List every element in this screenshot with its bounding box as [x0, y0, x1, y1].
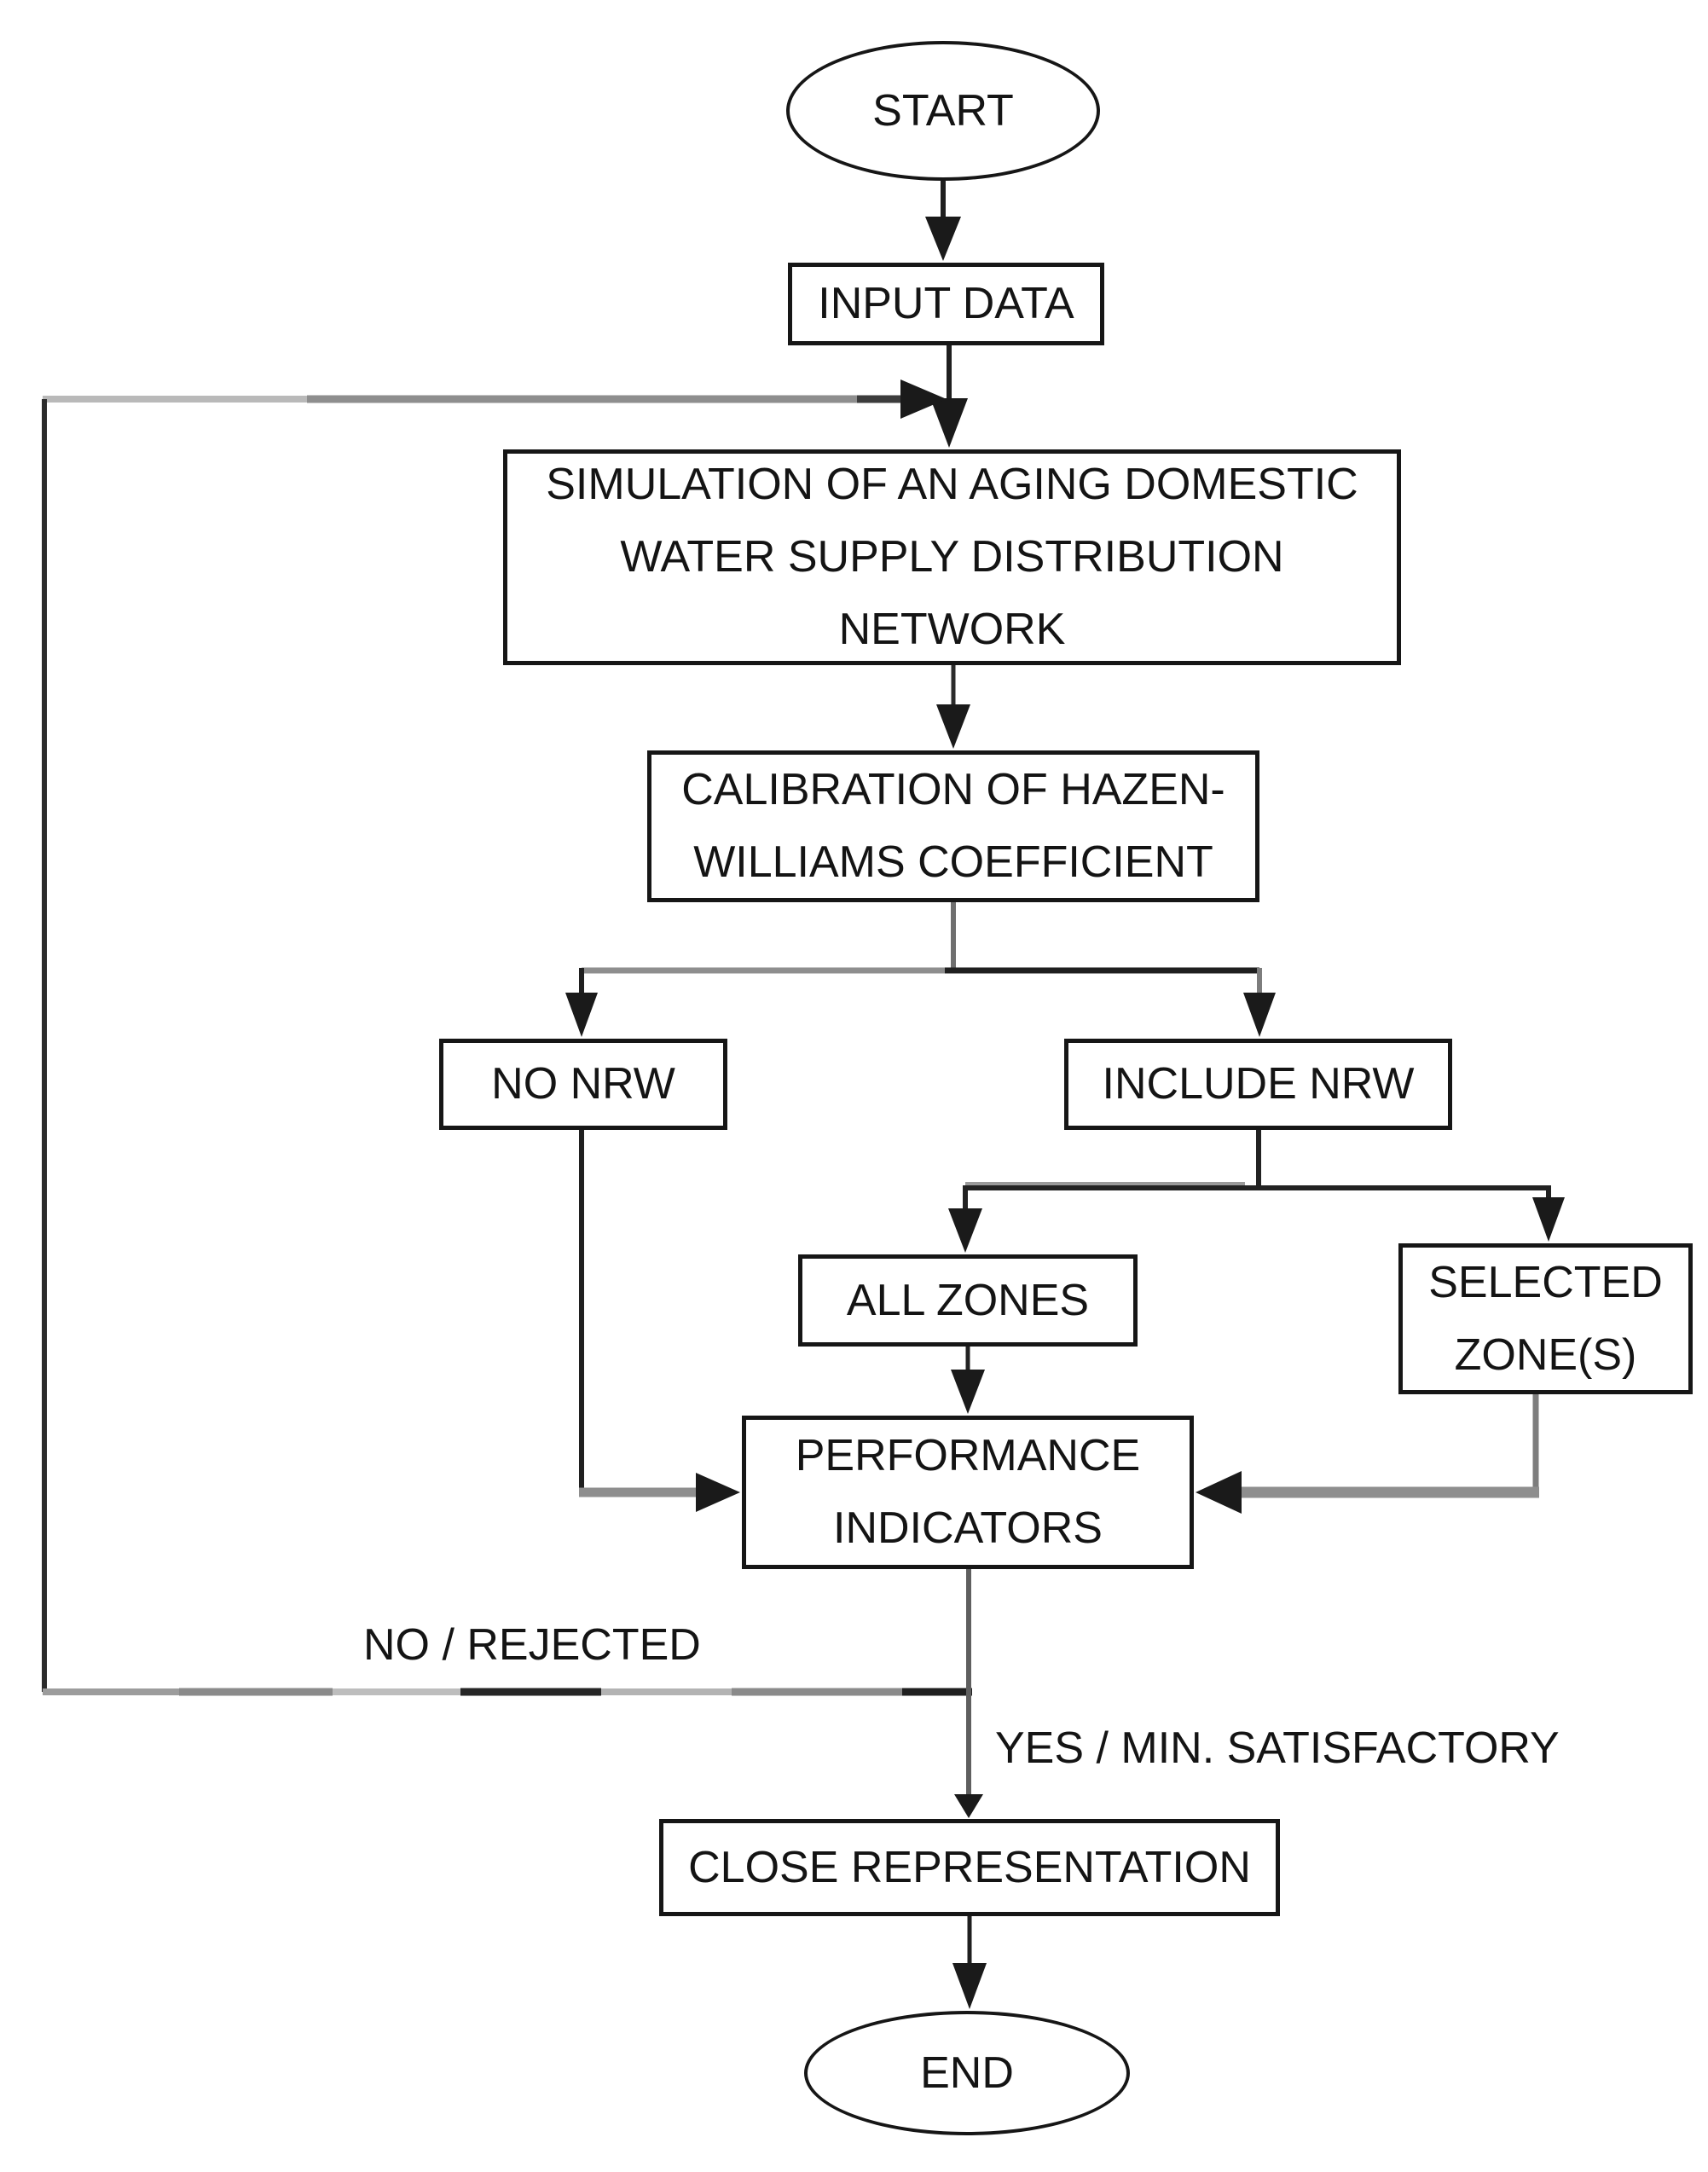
start-terminator: START — [786, 41, 1100, 181]
calibration-label: CALIBRATION OF HAZEN- WILLIAMS COEFFICIE… — [681, 765, 1225, 887]
all-zones-label: ALL ZONES — [846, 1275, 1090, 1325]
performance-indicators-box: PERFORMANCE INDICATORS — [742, 1416, 1194, 1569]
edge-nonrw-performance — [579, 1130, 740, 1512]
no-nrw-box: NO NRW — [439, 1039, 727, 1130]
edge-selected-performance — [1196, 1394, 1539, 1514]
selected-zones-box: SELECTED ZONE(S) — [1398, 1243, 1693, 1394]
edge-calibration-branch — [565, 902, 1276, 1037]
end-label: END — [920, 2047, 1014, 2098]
end-terminator: END — [804, 2011, 1130, 2135]
performance-indicators-label: PERFORMANCE INDICATORS — [795, 1431, 1141, 1553]
no-nrw-label: NO NRW — [491, 1059, 675, 1109]
edge-start-input — [925, 181, 961, 261]
selected-zones-label: SELECTED ZONE(S) — [1428, 1257, 1663, 1380]
edge-allzones-performance — [951, 1347, 985, 1414]
include-nrw-label: INCLUDE NRW — [1102, 1059, 1415, 1109]
edge-loop-return — [42, 379, 972, 1696]
edge-simulation-calibration — [936, 665, 970, 749]
close-representation-box: CLOSE REPRESENTATION — [659, 1819, 1280, 1916]
edge-include-split — [948, 1130, 1565, 1253]
edge-label-no-rejected: NO / REJECTED — [363, 1620, 701, 1670]
input-data-box: INPUT DATA — [788, 263, 1104, 345]
simulation-box: SIMULATION OF AN AGING DOMESTIC WATER SU… — [503, 449, 1401, 665]
edge-input-simulation — [930, 345, 968, 448]
edge-close-end — [952, 1916, 987, 2009]
include-nrw-box: INCLUDE NRW — [1064, 1039, 1452, 1130]
edge-label-yes-min-satisfactory: YES / MIN. SATISFACTORY — [995, 1723, 1560, 1773]
start-label: START — [872, 85, 1014, 136]
edge-performance-close — [954, 1569, 983, 1818]
all-zones-box: ALL ZONES — [798, 1254, 1138, 1347]
input-data-label: INPUT DATA — [818, 279, 1074, 328]
calibration-box: CALIBRATION OF HAZEN- WILLIAMS COEFFICIE… — [647, 750, 1259, 902]
close-representation-label: CLOSE REPRESENTATION — [688, 1842, 1251, 1892]
simulation-label: SIMULATION OF AN AGING DOMESTIC WATER SU… — [546, 460, 1358, 654]
